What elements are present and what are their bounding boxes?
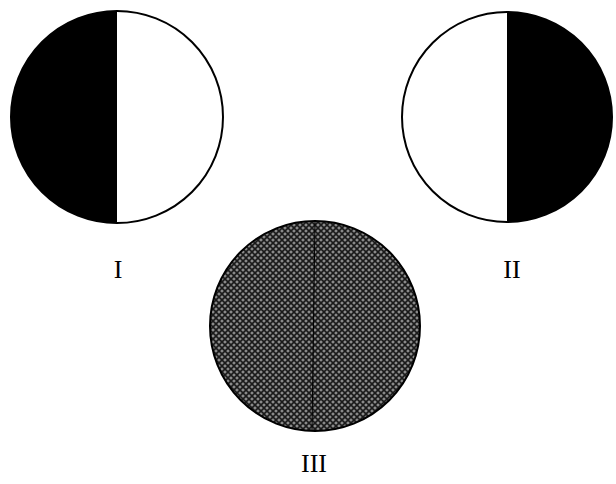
figure-numeral: II: [503, 257, 520, 283]
figure-numeral: III: [301, 451, 327, 477]
half-dark-circle: [402, 0, 616, 240]
hatched-circle: [210, 221, 420, 431]
half-dark-circle: [0, 0, 223, 240]
figure-numeral: I: [114, 257, 123, 283]
